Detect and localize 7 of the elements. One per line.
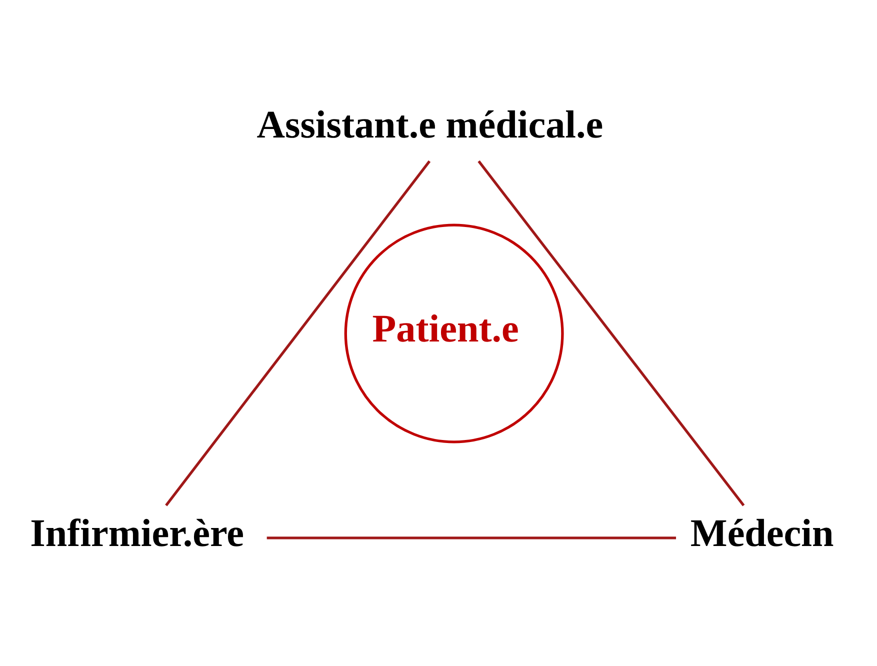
node-text: Médecin xyxy=(690,512,834,555)
node-text: Infirmier.ère xyxy=(30,512,244,555)
node-text: Assistant.e médical.e xyxy=(256,102,604,146)
connector xyxy=(478,160,745,506)
connector xyxy=(266,536,676,539)
connector xyxy=(165,160,431,506)
node-circle: Patient.e xyxy=(344,223,564,443)
